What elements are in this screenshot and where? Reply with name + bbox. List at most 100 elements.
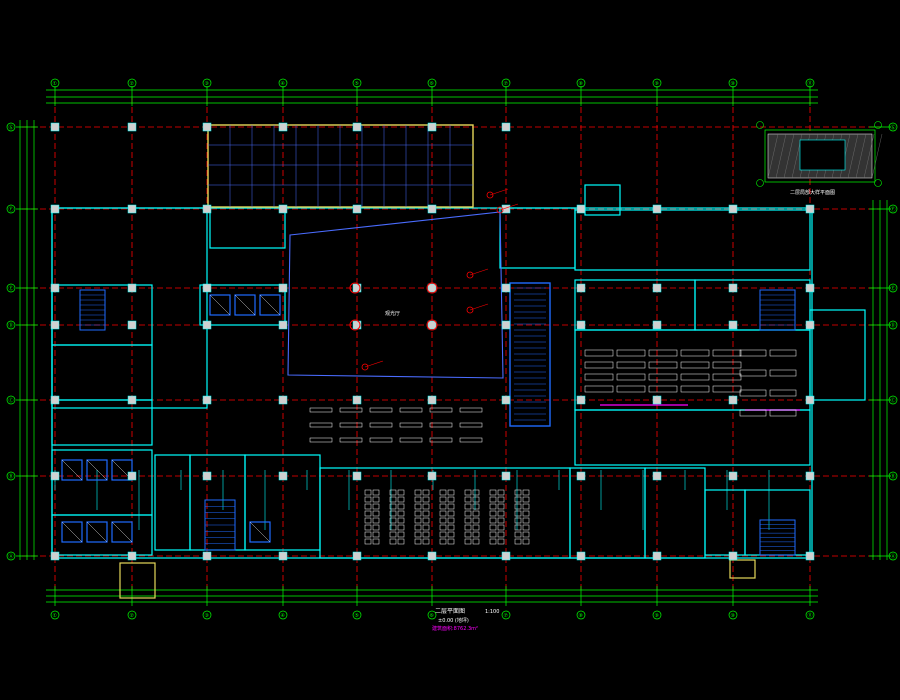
column <box>127 471 137 481</box>
axis-label-bottom: ⑨ <box>655 613 659 619</box>
seat <box>397 496 405 503</box>
seat <box>389 531 397 538</box>
seat <box>364 517 372 524</box>
seat <box>447 524 455 531</box>
seat <box>472 538 480 545</box>
column <box>728 283 738 293</box>
atrium-void <box>287 211 504 379</box>
column <box>805 320 815 330</box>
axis-label-bottom: ④ <box>281 613 286 619</box>
wall-20 <box>199 284 286 326</box>
elevator-x-4 <box>86 459 108 481</box>
seat <box>472 496 480 503</box>
column <box>127 395 137 405</box>
bench <box>339 422 363 428</box>
seat <box>464 524 472 531</box>
seat <box>439 538 447 545</box>
axis-label-left: Ⓐ <box>9 553 14 560</box>
elevator-x-7 <box>86 521 108 543</box>
column <box>352 551 362 561</box>
seat <box>489 538 497 545</box>
callout-leader-1 <box>469 303 489 311</box>
column <box>805 204 815 214</box>
axis-bubble-left <box>6 395 16 405</box>
seat <box>439 517 447 524</box>
column <box>352 320 362 330</box>
axis-label-top: ① <box>53 81 58 87</box>
axis-label-top: ⑥ <box>430 81 435 87</box>
seat <box>472 524 480 531</box>
axis-label-bottom: ⑤ <box>355 613 359 619</box>
column <box>501 320 511 330</box>
axis-label-left: Ⓒ <box>9 397 14 404</box>
axis-label-left: Ⓑ <box>9 473 14 480</box>
seat <box>364 503 372 510</box>
axis-label-left: Ⓕ <box>9 206 14 213</box>
axis-label-top: ③ <box>205 81 209 87</box>
roof-skylight <box>207 124 474 208</box>
axis-label-bottom: ③ <box>205 613 209 619</box>
column <box>202 283 212 293</box>
axis-label-top: ⑤ <box>355 81 359 87</box>
seat <box>522 510 530 517</box>
elevator-x-3 <box>61 459 83 481</box>
bench <box>399 407 423 413</box>
seat <box>447 510 455 517</box>
seat <box>514 503 522 510</box>
column <box>50 122 60 132</box>
desk <box>616 349 646 357</box>
seat <box>472 531 480 538</box>
seat <box>514 510 522 517</box>
axis-label-right: Ⓑ <box>891 473 896 480</box>
desk <box>584 349 614 357</box>
column <box>805 551 815 561</box>
callout-1 <box>466 306 474 314</box>
seat <box>447 503 455 510</box>
seat <box>522 524 530 531</box>
axis-bubble-right <box>888 122 898 132</box>
elevator-9 <box>249 521 271 543</box>
bench <box>369 437 393 443</box>
column <box>652 320 662 330</box>
column <box>352 204 362 214</box>
column <box>278 551 288 561</box>
seat <box>489 510 497 517</box>
seat <box>514 524 522 531</box>
seat <box>464 517 472 524</box>
seat <box>497 517 505 524</box>
seat <box>364 531 372 538</box>
column <box>352 471 362 481</box>
column <box>352 122 362 132</box>
axis-label-top: ⑪ <box>808 80 813 87</box>
column <box>427 471 437 481</box>
axis-bubble-top <box>728 78 738 88</box>
seat <box>397 524 405 531</box>
axis-bubble-right <box>888 204 898 214</box>
column <box>576 283 586 293</box>
column <box>805 395 815 405</box>
column <box>728 551 738 561</box>
seat <box>389 538 397 545</box>
bench <box>399 437 423 443</box>
elevator-6 <box>61 521 83 543</box>
column <box>501 122 511 132</box>
wall-14 <box>744 489 811 556</box>
bench <box>309 437 333 443</box>
bench <box>429 437 453 443</box>
round-column-2 <box>349 319 361 331</box>
column <box>127 204 137 214</box>
column <box>50 551 60 561</box>
elevator-8 <box>111 521 133 543</box>
column <box>501 551 511 561</box>
desk <box>616 361 646 369</box>
seat <box>439 510 447 517</box>
seat <box>389 496 397 503</box>
seat <box>397 531 405 538</box>
desk <box>739 409 767 417</box>
column <box>278 395 288 405</box>
seat <box>389 510 397 517</box>
seat <box>489 517 497 524</box>
seat <box>389 489 397 496</box>
seat <box>439 496 447 503</box>
wall-21 <box>209 207 286 249</box>
